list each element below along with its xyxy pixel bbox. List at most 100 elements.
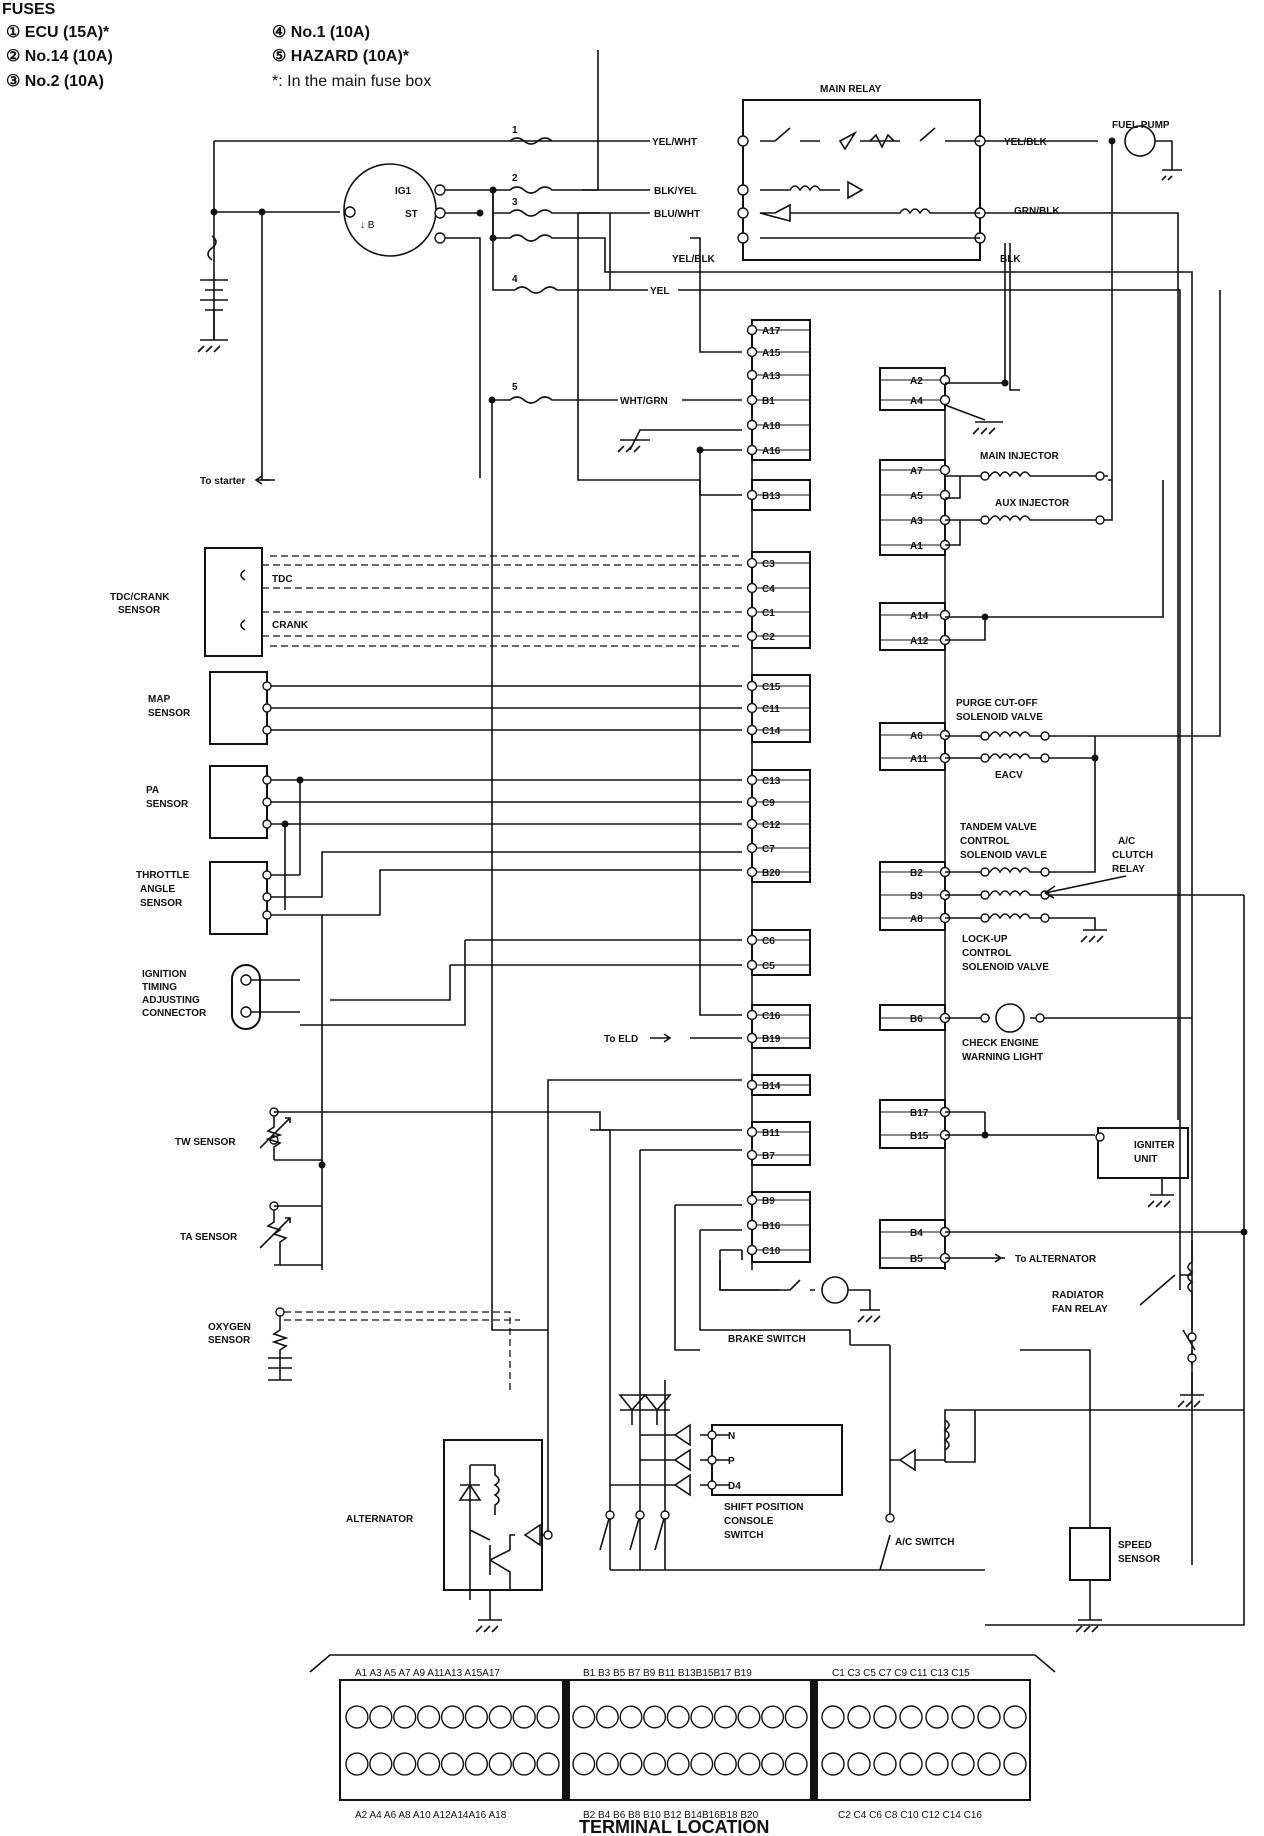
fuse-label-1: 1	[512, 125, 518, 136]
ecu-pin-label: B3	[910, 891, 923, 902]
ecu-pin-terminal	[746, 1219, 758, 1231]
ecu-pin-label: B5	[910, 1254, 923, 1265]
ecu-pin-label: B19	[762, 1034, 781, 1045]
ecu-pin-terminal	[746, 630, 758, 642]
ignition-timing-connector: IGNITION TIMING ADJUSTING CONNECTOR	[142, 939, 742, 1030]
oxygen-label-1: OXYGEN	[208, 1322, 251, 1333]
terminal-pin	[690, 1752, 714, 1776]
ecu-left-misc-wires: To ELD	[547, 213, 851, 1390]
ecu-pin-label: A2	[910, 376, 923, 387]
terminal-pin	[536, 1752, 560, 1776]
ecu-pin-terminal	[746, 444, 758, 456]
ecu-right-block	[879, 459, 946, 556]
terminal-pin	[899, 1752, 923, 1776]
fuse-label-3: 3	[512, 197, 518, 208]
terminal-pin	[1003, 1705, 1027, 1729]
ecu-right-pins: A2A4A7A5A3A1A14A12A6A11B2B3A8B6B17B15B4B…	[879, 367, 951, 1269]
shift-pos-n: N	[728, 1431, 735, 1442]
terminal-c-top: C1 C3 C5 C7 C9 C11 C13 C15	[832, 1668, 970, 1679]
fuse-item-3: ③ No.2 (10A)	[6, 73, 104, 90]
ecu-pin-label: B15	[910, 1131, 929, 1142]
terminal-pin	[488, 1752, 512, 1776]
ecu-pin-label: C3	[762, 559, 775, 570]
tdc-label: TDC	[272, 574, 293, 585]
terminal-location-title: TERMINAL LOCATION	[579, 1817, 769, 1836]
ecu-pin-label: C16	[762, 1011, 781, 1022]
ecu-pin-terminal	[746, 346, 758, 358]
ecu-left-bus	[751, 320, 946, 1270]
terminal-pin	[713, 1705, 737, 1729]
igniter-label-2: UNIT	[1134, 1154, 1157, 1165]
terminal-pin	[369, 1705, 393, 1729]
terminal-pin	[619, 1752, 643, 1776]
speed-label-1: SPEED	[1118, 1540, 1152, 1551]
ecu-pin-terminal	[746, 934, 758, 946]
ecu-pin-terminal	[746, 1079, 758, 1091]
shift-label-1: SHIFT POSITION	[724, 1502, 803, 1513]
terminal-pin	[572, 1705, 596, 1729]
ecu-pin-label: A8	[910, 914, 923, 925]
ecu-pin-terminal	[746, 324, 758, 336]
terminal-connector	[339, 1679, 1031, 1801]
main-relay-label: MAIN RELAY	[820, 84, 882, 95]
ecu-left-block	[751, 551, 811, 649]
brake-switch: BRAKE SWITCH	[720, 1276, 881, 1345]
tandem-label-1: TANDEM VALVE	[960, 822, 1037, 833]
lockup-label-1: LOCK-UP	[962, 934, 1008, 945]
check-engine-label-1: CHECK ENGINE	[962, 1038, 1039, 1049]
pa-label-1: PA	[146, 785, 159, 796]
ecu-pin-label: A18	[762, 421, 781, 432]
ecu-pin-terminal	[746, 1244, 758, 1256]
ecu-pin-terminal	[746, 557, 758, 569]
fuse-label-2: 2	[512, 173, 518, 184]
terminal-c-bottom: C2 C4 C6 C8 C10 C12 C14 C16	[838, 1810, 982, 1821]
eacv-label: EACV	[995, 770, 1023, 781]
terminal-pin	[666, 1705, 690, 1729]
tdc-crank-sensor: TDC/CRANK SENSOR TDC CRANK	[110, 547, 742, 657]
pa-label-2: SENSOR	[146, 799, 189, 810]
ac-clutch-label-3: RELAY	[1112, 864, 1145, 875]
ecu-pin-terminal	[746, 1009, 758, 1021]
ecu-pin-terminal	[746, 796, 758, 808]
tw-sensor: TW SENSOR	[175, 1107, 742, 1161]
ecu-pin-label: C7	[762, 844, 775, 855]
ecu-pin-terminal	[746, 702, 758, 714]
map-sensor: MAP SENSOR	[148, 671, 742, 745]
ecu-pin-label: B6	[910, 1014, 923, 1025]
ac-clutch-label-1: A/C	[1118, 836, 1135, 847]
ecu-pin-label: A5	[910, 491, 923, 502]
terminal-pin	[595, 1705, 619, 1729]
shift-label-2: CONSOLE	[724, 1516, 774, 1527]
shift-pos-d4: D4	[728, 1481, 741, 1492]
ecu-pin-label: B20	[762, 868, 781, 879]
ecu-pin-terminal	[746, 866, 758, 878]
ig1-label: IG1	[395, 186, 412, 197]
ecu-right-block	[879, 367, 946, 411]
terminal-pin	[393, 1752, 417, 1776]
shift-position-switch: N P D4 SHIFT POSITION CONSOLE SWITCH	[599, 1380, 985, 1571]
ecu-pin-label: C4	[762, 584, 775, 595]
map-label-1: MAP	[148, 694, 171, 705]
terminal-pin	[873, 1705, 897, 1729]
crank-label: CRANK	[272, 620, 309, 631]
wire-yel: YEL	[650, 286, 669, 297]
brake-switch-label: BRAKE SWITCH	[728, 1334, 806, 1345]
ecu-pin-label: A13	[762, 371, 781, 382]
fuse-note: *: In the main fuse box	[272, 73, 431, 90]
purge-label-1: PURGE CUT-OFF	[956, 698, 1038, 709]
ecu-pin-terminal	[746, 1194, 758, 1206]
throttle-label-3: SENSOR	[140, 898, 183, 909]
ecu-pin-label: A6	[910, 731, 923, 742]
throttle-label-1: THROTTLE	[136, 870, 190, 881]
ecu-pin-terminal	[746, 606, 758, 618]
ta-label: TA SENSOR	[180, 1232, 238, 1243]
terminal-pin	[761, 1705, 785, 1729]
ign-label-1: IGNITION	[142, 969, 186, 980]
terminal-pin	[619, 1705, 643, 1729]
shift-pos-p: P	[728, 1456, 735, 1467]
fuse-label-4: 4	[512, 274, 518, 285]
ecu-pin-terminal	[939, 394, 951, 406]
ecu-pin-terminal	[746, 582, 758, 594]
terminal-pin	[690, 1705, 714, 1729]
terminal-b-top: B1 B3 B5 B7 B9 B11 B13B15B17 B19	[583, 1668, 752, 1679]
